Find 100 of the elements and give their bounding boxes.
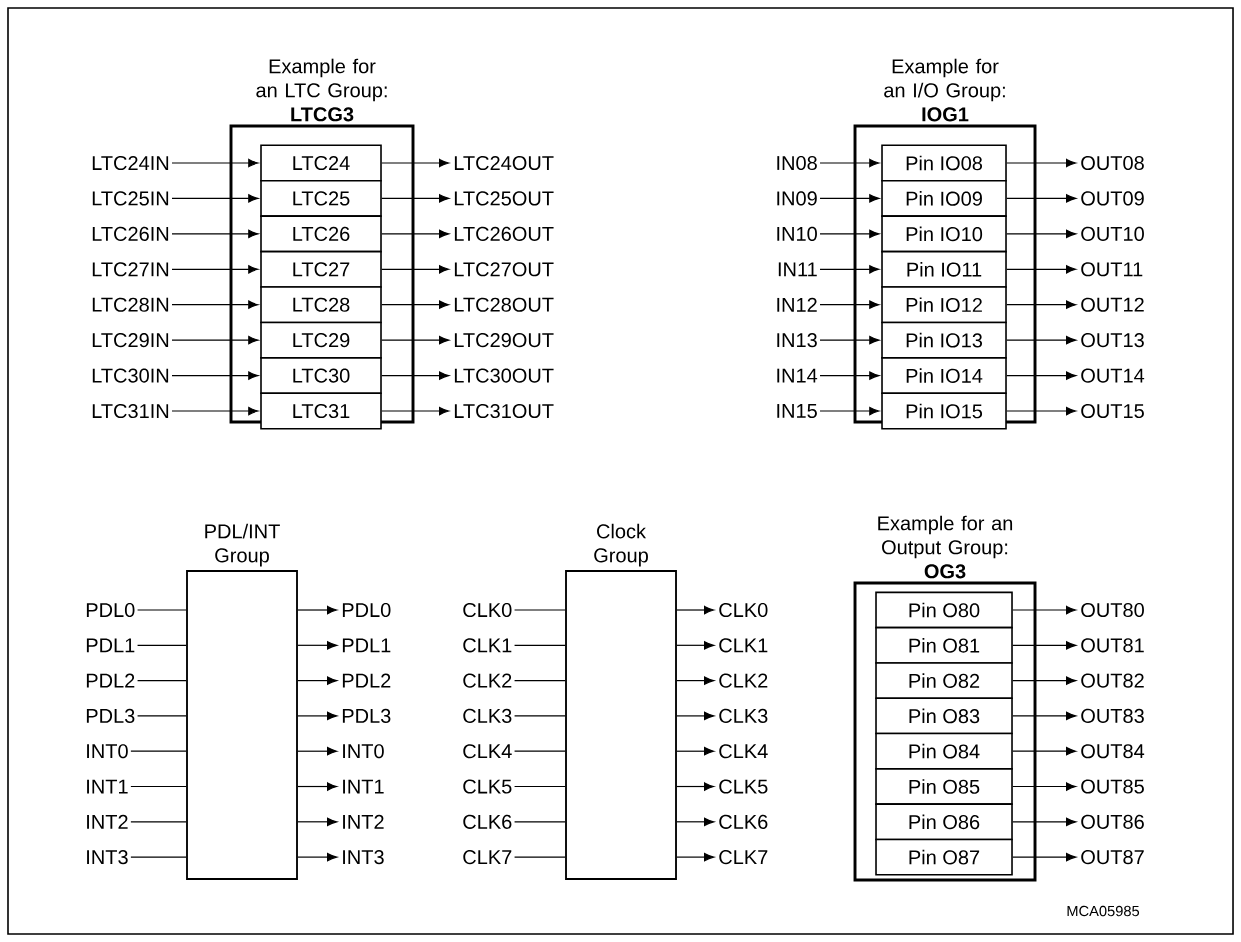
group-title: Example for an Output Group: OG3 [878,515,1013,579]
arrow [381,335,450,345]
pin-box: LTC30 [260,357,382,395]
arrow [676,747,715,756]
signal-label: LTC28IN [92,297,169,312]
signal-label: LTC25IN [92,191,169,206]
signal-label: OUT10 [1081,226,1144,241]
arrow [819,300,880,309]
arrow [676,711,715,721]
arrow [1012,605,1077,615]
signal-label: CLK3 [463,708,512,723]
arrow [1012,641,1077,650]
signal-label: LTC31IN [92,403,169,419]
arrow [297,852,338,862]
arrow [381,229,450,239]
arrow [1006,194,1077,203]
signal-label: CLK1 [719,638,768,653]
signal-label: OUT15 [1081,403,1144,419]
pin-box: LTC24 [260,144,382,182]
arrow [1012,817,1077,826]
signal-label: CLK2 [463,673,512,688]
arrow [1006,335,1077,345]
pin-box: LTC25 [260,179,382,217]
signal-label: OUT83 [1081,708,1144,723]
signal-label: CLK0 [719,602,768,618]
pin-box: Pin O81 [875,626,1013,664]
arrow [676,817,715,826]
arrow [676,852,715,862]
signal-label: CLK4 [463,744,512,759]
signal-label: PDL2 [86,673,135,688]
signal-label: LTC30IN [92,368,169,383]
signal-label: OUT11 [1081,262,1143,277]
arrow [1012,747,1077,756]
signal-label: LTC24IN [92,155,169,171]
pin-box: Pin O84 [875,732,1013,770]
arrow [171,229,259,239]
signal-label: OUT80 [1081,602,1144,618]
signal-label: IN09 [777,191,817,206]
arrow [381,371,450,380]
arrow [297,747,338,756]
signal-label: IN15 [777,404,817,418]
arrow [819,158,880,168]
arrow [381,300,450,309]
signal-label: CLK6 [719,814,768,829]
signal-label: CLK5 [719,779,768,794]
signal-label: PDL2 [342,673,391,688]
signal-label: PDL1 [342,638,391,653]
signal-label: CLK1 [463,638,512,653]
signal-label: INT0 [87,744,128,759]
pin-box: Pin IO15 [881,392,1007,430]
signal-label: IN14 [777,368,818,383]
arrow [297,605,338,615]
pin-box: Pin O82 [875,662,1013,700]
signal-label: CLK2 [719,673,768,688]
arrow [819,229,880,239]
pin-box: Pin O85 [875,768,1013,805]
pin-box: Pin O80 [875,591,1013,629]
signal-label: IN13 [777,333,817,348]
signal-label: CLK3 [719,708,768,723]
arrow [676,641,715,650]
signal-label: OUT09 [1081,191,1144,206]
group-title: Example for an LTC Group: LTCG3 [256,58,387,122]
signal-label: INT2 [343,814,384,829]
arrow [819,406,880,416]
arrow [1006,265,1077,274]
arrow [676,676,715,685]
arrow [297,676,338,685]
arrow [171,194,259,203]
arrow [1012,782,1077,791]
pin-box: Pin IO09 [881,179,1007,217]
pin-box: LTC28 [260,286,382,324]
arrow [171,158,259,168]
signal-label: OUT86 [1081,814,1144,829]
pin-box: Pin IO14 [881,357,1007,395]
signal-label: OUT82 [1081,673,1144,688]
arrow [1012,711,1077,721]
arrow [1006,406,1077,416]
arrow [1012,676,1077,685]
signal-label: LTC28OUT [454,297,554,312]
signal-label: IN12 [777,297,817,312]
arrow [381,158,450,168]
arrow [297,711,338,721]
arrow [171,371,259,380]
arrow [381,265,450,274]
signal-label: PDL0 [342,602,391,618]
arrow [819,335,880,345]
signal-label: PDL1 [86,638,135,653]
signal-label: LTC29OUT [454,333,554,348]
signal-label: LTC25OUT [454,191,554,206]
signal-label: OUT12 [1081,297,1144,312]
pin-box: LTC29 [260,321,382,359]
signal-label: INT0 [343,744,384,759]
pin-box: LTC27 [260,250,382,288]
signal-label: LTC31OUT [454,403,554,419]
arrow [381,194,450,203]
signal-label: INT2 [87,814,128,829]
signal-label: IN10 [777,226,817,241]
arrow [297,782,338,791]
signal-label: OUT08 [1081,155,1144,171]
arrow [819,371,880,380]
